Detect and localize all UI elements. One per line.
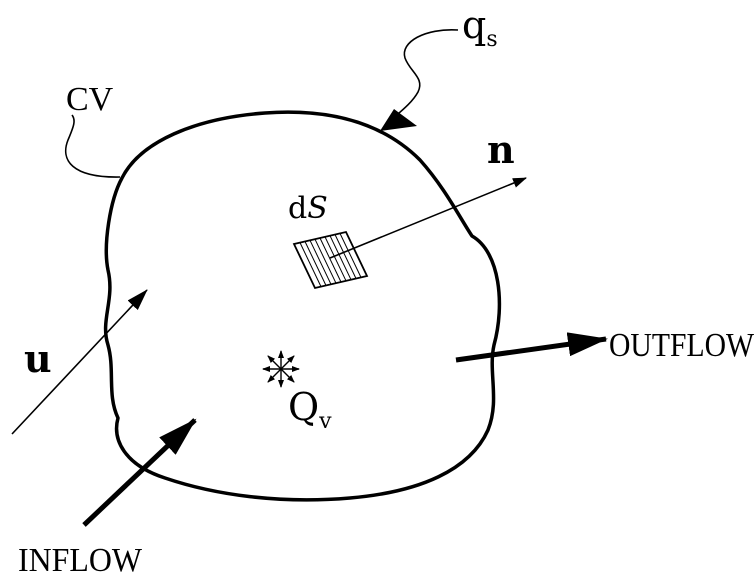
cv-label: CV xyxy=(66,81,114,118)
inflow-label: INFLOW xyxy=(18,542,143,579)
normal-vector-label: n xyxy=(487,127,515,172)
qs-label-sub: s xyxy=(486,27,497,52)
qs-arrowhead xyxy=(380,109,417,131)
outflow-label: OUTFLOW xyxy=(609,327,755,364)
ds-label: dS xyxy=(288,191,328,226)
volume-source-label: Qv xyxy=(288,385,332,434)
volume-source-icon xyxy=(262,350,300,388)
ds-label-d: d xyxy=(288,191,307,226)
surface-element-ds xyxy=(292,230,369,290)
inflow-arrow xyxy=(82,418,197,527)
velocity-label: u xyxy=(24,336,52,381)
velocity-arrow xyxy=(11,289,148,435)
control-volume-boundary xyxy=(103,110,502,502)
volume-source-label-sub: v xyxy=(318,409,332,434)
ds-label-s: S xyxy=(307,191,328,226)
cv-leader-line xyxy=(64,114,121,178)
volume-source-label-main: Q xyxy=(288,385,319,429)
normal-vector-arrow xyxy=(329,177,527,259)
qs-leader-line xyxy=(390,29,459,121)
qs-label: qs xyxy=(462,3,498,52)
outflow-arrow xyxy=(455,332,608,363)
qs-label-main: q xyxy=(462,3,486,47)
